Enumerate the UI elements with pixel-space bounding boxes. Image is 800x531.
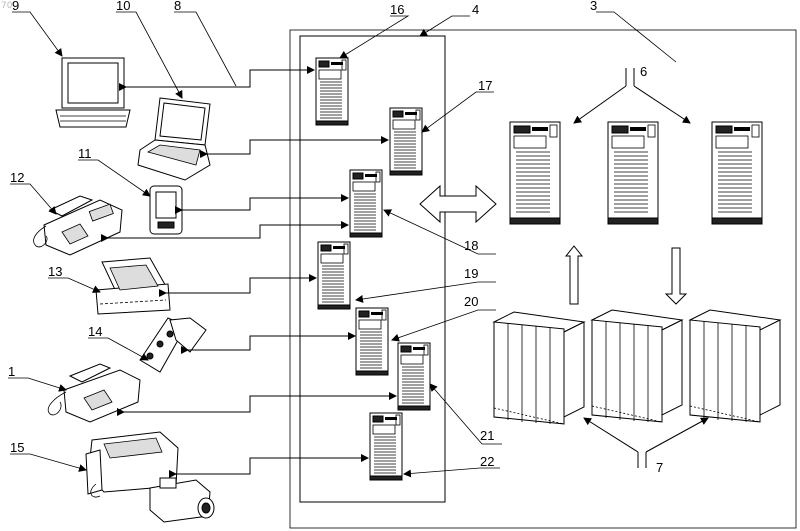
up-arrow — [566, 246, 582, 304]
server-16 — [316, 58, 348, 125]
label-1: 1 — [8, 364, 15, 379]
label-18: 18 — [464, 238, 478, 253]
system-boundary-frame — [290, 30, 796, 528]
label-12: 12 — [10, 170, 24, 185]
storage-cabinet-1 — [494, 312, 584, 424]
label-13: 13 — [48, 264, 62, 279]
fork-arrows-7 — [584, 418, 708, 468]
label-8: 8 — [174, 0, 181, 13]
main-server-3 — [712, 122, 762, 224]
label-4: 4 — [472, 2, 479, 17]
label-21: 21 — [480, 428, 494, 443]
label-7: 7 — [656, 460, 663, 475]
server-18 — [350, 170, 382, 237]
mobile-phone-icon — [140, 318, 206, 372]
label-15: 15 — [10, 440, 24, 455]
storage-cabinet-2 — [592, 310, 682, 422]
label-11: 11 — [78, 146, 92, 161]
server-22 — [370, 413, 402, 480]
main-server-2 — [608, 122, 658, 224]
storage-cabinet-3 — [690, 310, 780, 422]
server-19 — [318, 242, 350, 309]
label-14: 14 — [88, 324, 102, 339]
scanner-icon — [96, 258, 170, 314]
label-9: 9 — [12, 0, 19, 13]
label-10: 10 — [116, 0, 130, 13]
bidirectional-arrow — [420, 186, 496, 222]
corner-mark: 70 — [1, 1, 13, 11]
label-17: 17 — [478, 78, 492, 93]
server-17 — [390, 108, 422, 175]
desktop-computer-icon — [56, 58, 130, 127]
label-19: 19 — [464, 266, 478, 281]
server-20 — [356, 308, 388, 375]
pda-icon — [150, 186, 182, 234]
label-22: 22 — [480, 454, 494, 469]
label-3: 3 — [590, 0, 597, 13]
telephone-icon-2 — [48, 364, 140, 422]
video-camera-icon — [150, 478, 214, 522]
main-server-1 — [510, 122, 560, 224]
laptop-icon — [138, 98, 210, 180]
fork-arrows-6 — [574, 68, 690, 123]
server-21 — [398, 343, 430, 410]
telephone-icon — [34, 196, 122, 255]
label-16: 16 — [390, 2, 404, 17]
label-20: 20 — [464, 294, 478, 309]
down-arrow — [666, 248, 686, 304]
label-6: 6 — [640, 64, 647, 79]
